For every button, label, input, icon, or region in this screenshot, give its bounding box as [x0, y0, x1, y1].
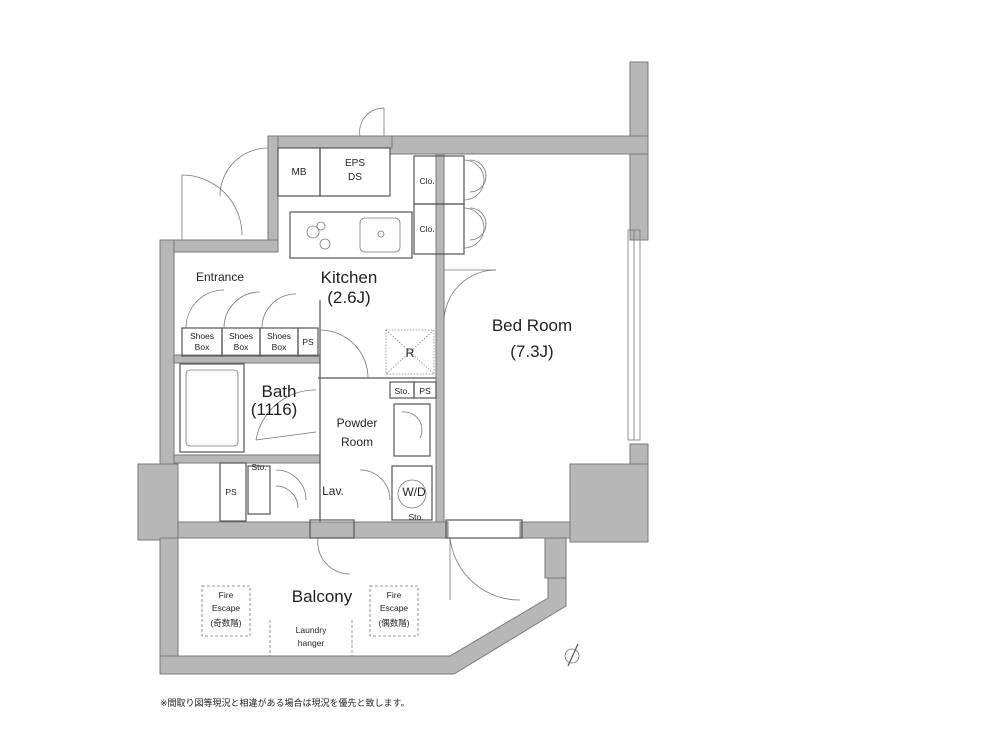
label-ps-2: PS: [419, 386, 431, 396]
label-shoes-box-3b: Box: [272, 342, 287, 352]
label-bedroom: Bed Room: [492, 316, 572, 335]
label-powder-room-2: Room: [341, 435, 373, 449]
north-arrow-icon: [564, 648, 580, 664]
label-sto-1: Sto.: [394, 386, 409, 396]
walls: [137, 61, 649, 675]
label-laundry-hanger-2: hanger: [298, 638, 325, 648]
label-mb: MB: [292, 167, 307, 178]
label-clo-1: Clo.: [419, 176, 434, 186]
label-balcony: Balcony: [292, 587, 353, 606]
label-shoes-box-2a: Shoes: [229, 331, 253, 341]
label-powder-room-1: Powder: [337, 416, 378, 430]
label-sto-3: Sto.: [408, 512, 423, 522]
label-kitchen-size: (2.6J): [327, 288, 370, 307]
label-bath-size: (1116): [251, 400, 298, 419]
label-fire-escape-2b: Escape: [380, 603, 409, 613]
label-lav: Lav.: [322, 484, 344, 498]
label-shoes-box-1b: Box: [195, 342, 210, 352]
label-ps-1: PS: [302, 337, 314, 347]
label-fire-escape-2c: (偶数階): [378, 618, 409, 628]
label-laundry-hanger-1: Laundry: [296, 625, 327, 635]
label-ds: DS: [348, 172, 362, 183]
label-bath: Bath: [262, 382, 297, 401]
label-clo-2: Clo.: [419, 224, 434, 234]
disclaimer-note: ※間取り図等現況と相違がある場合は現況を優先と致します。: [160, 699, 410, 709]
label-refrigerator: R: [406, 346, 415, 360]
label-fire-escape-1c: (奇数階): [210, 618, 241, 628]
label-entrance: Entrance: [196, 270, 244, 284]
label-wd: W/D: [402, 485, 426, 499]
label-kitchen: Kitchen: [321, 268, 378, 287]
label-shoes-box-1a: Shoes: [190, 331, 214, 341]
label-fire-escape-1a: Fire: [219, 590, 234, 600]
label-ps-3: PS: [225, 487, 237, 497]
interior-lines: [179, 107, 641, 667]
label-fire-escape-2a: Fire: [387, 590, 402, 600]
room-labels: MB EPS DS Clo. Clo. Entrance Kitchen (2.…: [190, 158, 572, 648]
label-eps: EPS: [345, 158, 365, 169]
label-fire-escape-1b: Escape: [212, 603, 241, 613]
label-bedroom-size: (7.3J): [510, 342, 553, 361]
label-shoes-box-3a: Shoes: [267, 331, 291, 341]
label-sto-2: Sto.: [251, 462, 266, 472]
label-shoes-box-2b: Box: [234, 342, 249, 352]
